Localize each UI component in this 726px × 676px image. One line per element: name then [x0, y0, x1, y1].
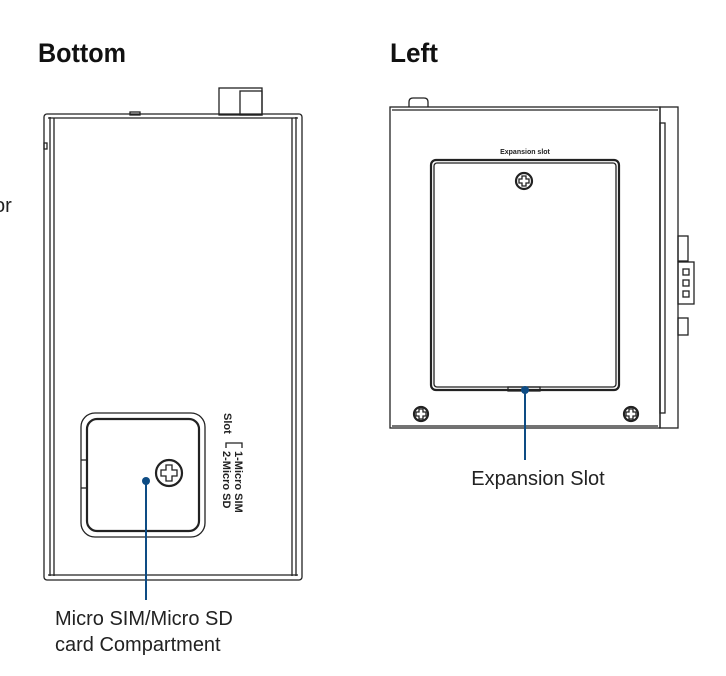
sim-compartment [80, 412, 206, 538]
screw-icon [514, 171, 534, 191]
bottom-title: Bottom [38, 38, 126, 68]
bottom-device: Slot 1-Micro SIM 2-Micro SD [43, 87, 303, 581]
slot-option-2: 2-Micro SD [220, 451, 232, 509]
sim-callout [142, 477, 150, 600]
slot-label: Slot [221, 413, 233, 434]
slot-option-1: 1-Micro SIM [232, 451, 244, 513]
sim-callout-line1: Micro SIM/Micro SD [55, 608, 233, 630]
screw-icon [622, 405, 640, 423]
left-device: Expansion slot [389, 97, 695, 429]
left-title: Left [390, 38, 438, 68]
partial-text: or [0, 195, 12, 217]
sim-callout-line2: card Compartment [55, 634, 221, 656]
screw-icon [412, 405, 430, 423]
screw-icon [154, 458, 184, 488]
expansion-callout-label: Expansion Slot [471, 468, 605, 490]
expansion-callout [521, 386, 529, 460]
expansion-panel [429, 158, 621, 392]
expansion-panel-label: Expansion slot [500, 149, 550, 156]
